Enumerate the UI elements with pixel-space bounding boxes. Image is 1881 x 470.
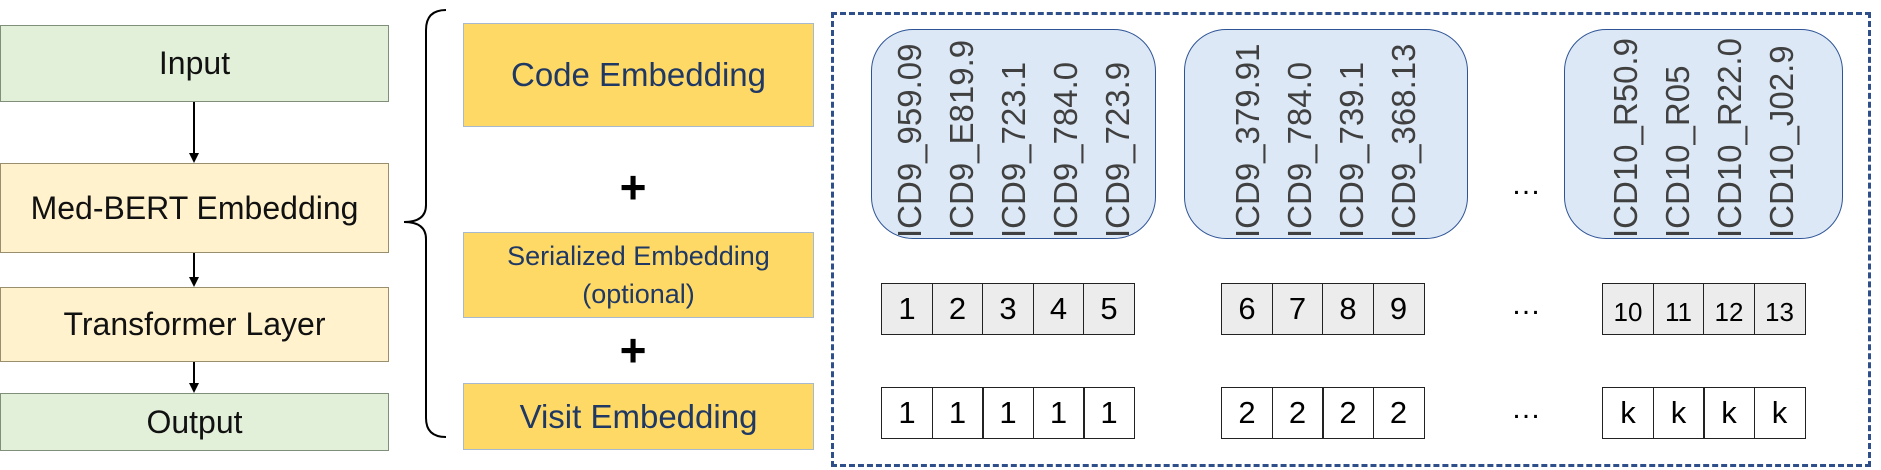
serial-cell: 9 xyxy=(1372,283,1425,335)
visit-embedding-label: Visit Embedding xyxy=(519,397,758,435)
visit-1-codes: ICD9_959.09 ICD9_E819.9 ICD9_723.1 ICD9_… xyxy=(871,29,1156,239)
code-label: ICD9_784.0 xyxy=(1046,61,1084,238)
output-node: Output xyxy=(0,393,389,451)
transformer-layer-node: Transformer Layer xyxy=(0,287,389,362)
visit-cell: 2 xyxy=(1271,387,1324,439)
input-node: Input xyxy=(0,25,389,102)
code-label: ICD9_E819.9 xyxy=(942,39,980,238)
plus-sign: + xyxy=(619,161,647,213)
visit-cell: k xyxy=(1753,387,1806,439)
visit-cell: 2 xyxy=(1372,387,1425,439)
code-label: ICD10_J02.9 xyxy=(1762,45,1800,238)
visit-cell: 2 xyxy=(1322,387,1374,439)
visit-cell: k xyxy=(1703,387,1755,439)
ellipsis: … xyxy=(1511,288,1542,321)
serialized-embedding-box: Serialized Embedding (optional) xyxy=(463,232,814,318)
serial-cell: 10 xyxy=(1602,283,1654,335)
plus-sign: + xyxy=(619,324,647,376)
serial-cell: 7 xyxy=(1271,283,1324,335)
code-label: ICD10_R05 xyxy=(1658,65,1696,238)
med-bert-embedding-label: Med-BERT Embedding xyxy=(30,189,359,226)
visit-2-serial-row: 6 7 8 9 xyxy=(1221,283,1425,335)
ellipsis: … xyxy=(1511,168,1542,201)
visit-cell: 1 xyxy=(1032,387,1085,439)
ellipsis: … xyxy=(1511,392,1542,425)
visit-k-visit-row: k k k k xyxy=(1602,387,1806,439)
serial-cell: 2 xyxy=(931,283,984,335)
visit-2-codes: ICD9_379.91 ICD9_784.0 ICD9_739.1 ICD9_3… xyxy=(1184,29,1468,239)
transformer-layer-label: Transformer Layer xyxy=(63,306,326,342)
serial-cell: 13 xyxy=(1753,283,1806,335)
visit-2-visit-row: 2 2 2 2 xyxy=(1221,387,1425,439)
visit-cell: k xyxy=(1652,387,1705,439)
visit-cell: 1 xyxy=(1083,387,1135,439)
code-label: ICD9_739.1 xyxy=(1333,61,1370,238)
visit-cell: 1 xyxy=(881,387,933,439)
code-label: ICD9_784.0 xyxy=(1281,61,1318,238)
curly-brace xyxy=(403,9,447,438)
visit-cell: k xyxy=(1602,387,1654,439)
visit-cell: 1 xyxy=(982,387,1034,439)
serialized-embedding-label: Serialized Embedding xyxy=(507,241,770,271)
serial-cell: 4 xyxy=(1032,283,1085,335)
code-embedding-box: Code Embedding xyxy=(463,23,814,127)
serial-cell: 11 xyxy=(1652,283,1705,335)
code-label: ICD9_723.9 xyxy=(1098,61,1136,238)
visit-1-visit-row: 1 1 1 1 1 xyxy=(881,387,1135,439)
serialized-embedding-optional-label: (optional) xyxy=(582,279,695,309)
code-label: ICD9_723.1 xyxy=(994,61,1032,238)
output-label: Output xyxy=(146,403,243,440)
visit-embedding-box: Visit Embedding xyxy=(463,383,814,450)
code-label: ICD10_R22.0 xyxy=(1710,38,1748,238)
code-label: ICD10_R50.9 xyxy=(1606,38,1644,238)
serial-cell: 1 xyxy=(881,283,933,335)
code-label: ICD9_368.13 xyxy=(1385,43,1422,238)
visit-cell: 1 xyxy=(931,387,984,439)
serial-cell: 8 xyxy=(1322,283,1374,335)
input-label: Input xyxy=(158,45,231,81)
med-bert-embedding-node: Med-BERT Embedding xyxy=(0,163,389,253)
visit-1-serial-row: 1 2 3 4 5 xyxy=(881,283,1135,335)
serial-cell: 6 xyxy=(1221,283,1273,335)
serial-cell: 12 xyxy=(1703,283,1755,335)
serial-cell: 3 xyxy=(982,283,1034,335)
code-label: ICD9_379.91 xyxy=(1229,43,1266,238)
visit-k-serial-row: 10 11 12 13 xyxy=(1602,283,1806,335)
serial-cell: 5 xyxy=(1083,283,1135,335)
visit-k-codes: ICD10_R50.9 ICD10_R05 ICD10_R22.0 ICD10_… xyxy=(1564,29,1843,239)
code-embedding-label: Code Embedding xyxy=(510,56,766,93)
visit-cell: 2 xyxy=(1221,387,1273,439)
visits-panel xyxy=(831,12,1871,467)
code-label: ICD9_959.09 xyxy=(890,43,928,238)
